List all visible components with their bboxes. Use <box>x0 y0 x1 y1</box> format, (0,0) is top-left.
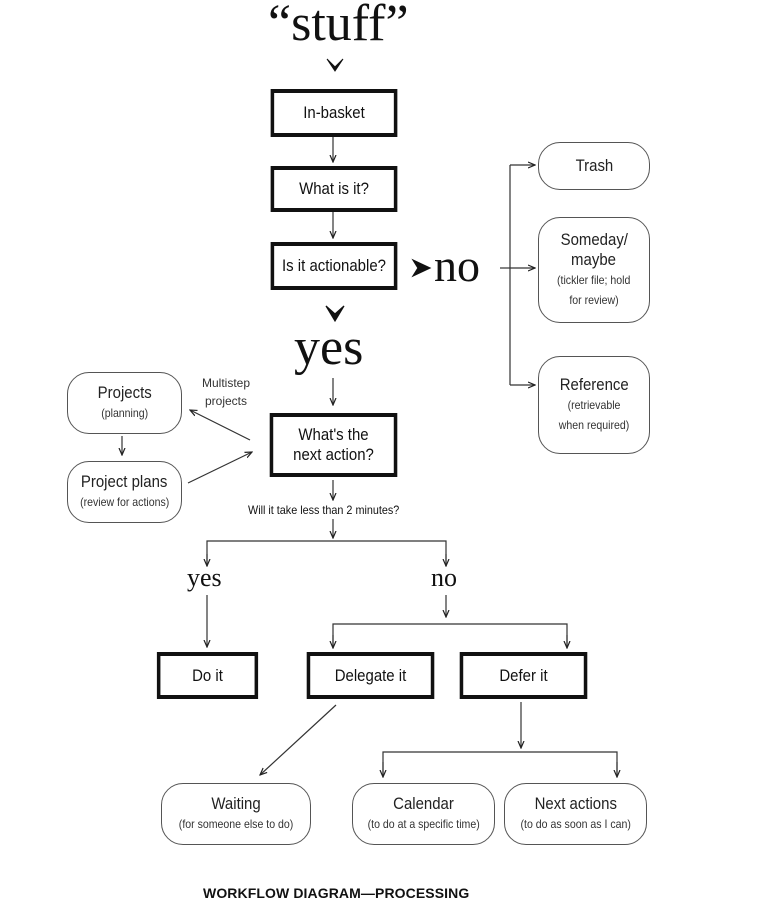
stuff-title: “stuff” <box>268 0 409 52</box>
next-action-label-1: What's the <box>298 425 369 444</box>
calendar-sub: (to do at a specific time) <box>367 817 480 831</box>
reference-sub-2: when required) <box>558 418 630 432</box>
next-actions-title: Next actions <box>534 794 617 813</box>
calendar-title: Calendar <box>393 794 454 813</box>
arrow-actionable-to-no <box>411 258 432 278</box>
delegate-it-box: Delegate it <box>306 652 435 699</box>
actionable-label: Is it actionable? <box>282 256 386 275</box>
delegate-defer-split <box>332 623 568 647</box>
in-basket-box: In-basket <box>270 89 398 137</box>
reference-box: Reference (retrievable when required) <box>538 356 650 454</box>
project-plans-title: Project plans <box>81 472 168 491</box>
projects-sub: (planning) <box>101 406 148 420</box>
calendar-box: Calendar (to do at a specific time) <box>352 783 495 845</box>
no-label: no <box>434 240 480 291</box>
in-basket-label: In-basket <box>303 103 365 122</box>
next-actions-box: Next actions (to do as soon as I can) <box>504 783 647 845</box>
arrow-stuff-to-inbasket <box>326 58 344 72</box>
reference-title: Reference <box>559 375 629 394</box>
trash-box: Trash <box>538 142 650 190</box>
someday-title-2: maybe <box>571 250 617 269</box>
multistep-label-line2: projects <box>204 394 248 408</box>
what-is-it-label: What is it? <box>299 179 369 198</box>
two-minute-yes: yes <box>187 563 222 592</box>
waiting-sub: (for someone else to do) <box>178 817 294 831</box>
arrow-nextaction-to-projects <box>190 410 251 441</box>
someday-sub-1: (tickler file; hold <box>557 273 631 287</box>
diagram-caption: WORKFLOW DIAGRAM—PROCESSING <box>203 885 470 901</box>
someday-title-1: Someday/ <box>560 230 628 249</box>
arrow-actionable-to-yes <box>325 305 345 323</box>
do-it-box: Do it <box>156 652 259 699</box>
next-actions-sub: (to do as soon as I can) <box>520 817 631 831</box>
someday-maybe-box: Someday/ maybe (tickler file; hold for r… <box>538 217 650 323</box>
actionable-box: Is it actionable? <box>270 242 398 290</box>
arrow-plans-to-nextaction <box>187 452 252 484</box>
project-plans-box: Project plans (review for actions) <box>67 461 182 523</box>
projects-box: Projects (planning) <box>67 372 182 434</box>
do-it-label: Do it <box>192 665 223 685</box>
what-is-it-box: What is it? <box>270 166 398 212</box>
projects-title: Projects <box>97 383 152 402</box>
multistep-label-line1: Multistep <box>201 376 251 390</box>
arrow-delegate-to-waiting <box>260 704 337 775</box>
yes-label: yes <box>294 319 364 376</box>
two-minute-question: Will it take less than 2 minutes? <box>248 503 400 517</box>
delegate-it-label: Delegate it <box>334 665 407 685</box>
someday-sub-2: for review) <box>569 293 619 307</box>
two-minute-split <box>206 540 447 566</box>
defer-it-box: Defer it <box>459 652 588 699</box>
reference-sub-1: (retrievable <box>567 398 621 412</box>
multistep-label: Multistep projects <box>198 374 254 410</box>
trash-title: Trash <box>575 156 613 175</box>
next-action-box: What's the next action? <box>269 413 398 477</box>
next-action-label-2: next action? <box>293 445 374 464</box>
waiting-box: Waiting (for someone else to do) <box>161 783 311 845</box>
project-plans-sub: (review for actions) <box>79 495 170 509</box>
defer-it-label: Defer it <box>499 665 548 685</box>
waiting-title: Waiting <box>211 794 261 813</box>
defer-split <box>382 751 618 775</box>
two-minute-no: no <box>431 563 457 592</box>
